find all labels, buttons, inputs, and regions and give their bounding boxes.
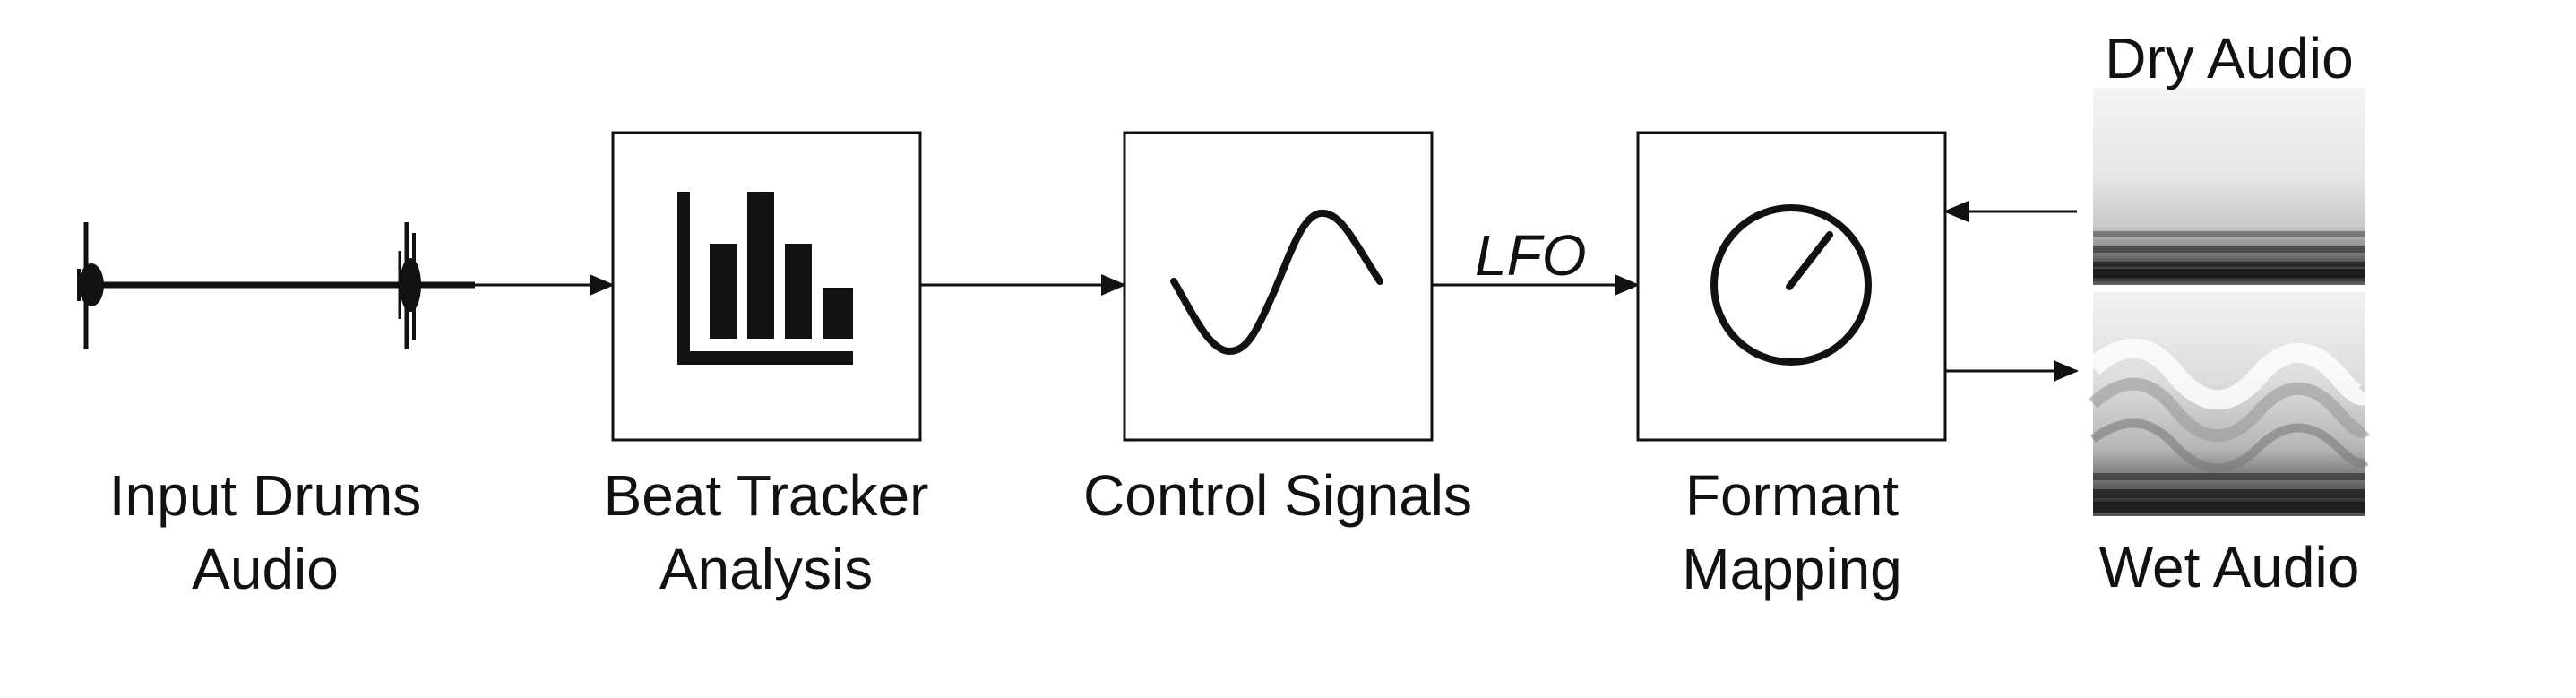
beat-tracker-box xyxy=(611,131,922,442)
wet-audio-label: Wet Audio xyxy=(2098,535,2360,599)
input-drums-label-line1: Input Drums xyxy=(108,463,422,528)
formant-mapping-label-line2: Mapping xyxy=(1682,537,1902,601)
sine-wave-icon xyxy=(1170,209,1383,356)
beat-tracker-label: Beat Tracker Analysis xyxy=(587,459,945,606)
input-drums-label: Input Drums Audio xyxy=(86,459,444,606)
input-drums-label-line2: Audio xyxy=(192,537,339,601)
waveform-icon xyxy=(77,222,475,349)
dry-audio-spectrogram xyxy=(2093,88,2365,285)
lfo-label: LFO xyxy=(1475,223,1587,288)
formant-mapping-box xyxy=(1636,131,1947,442)
beat-tracker-label-line2: Analysis xyxy=(659,537,874,601)
control-signals-label: Control Signals xyxy=(1054,459,1502,532)
bar-chart-icon xyxy=(677,192,853,365)
control-signals-box xyxy=(1123,131,1434,442)
knob-icon xyxy=(1710,204,1872,366)
formant-mapping-label: Formant Mapping xyxy=(1613,459,1971,606)
beat-tracker-label-line1: Beat Tracker xyxy=(603,463,929,528)
dry-audio-label: Dry Audio xyxy=(2105,26,2354,90)
formant-mapping-label-line1: Formant xyxy=(1684,463,1900,528)
control-signals-label-text: Control Signals xyxy=(1083,463,1472,528)
wet-audio-spectrogram xyxy=(2086,292,2373,516)
